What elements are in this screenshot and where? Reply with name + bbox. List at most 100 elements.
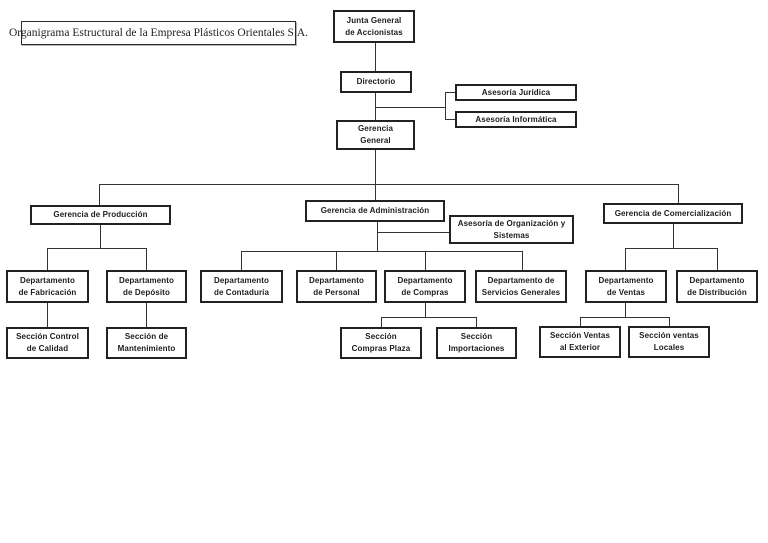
org-box-label: de Depósito xyxy=(123,287,170,297)
connector-line xyxy=(146,248,147,270)
connector-line xyxy=(375,107,446,108)
org-box-label: Compras Plaza xyxy=(351,344,411,353)
org-box-dep-distribucion: Departamento de Distribución xyxy=(676,270,758,303)
org-box-label: Mantenimiento xyxy=(117,344,176,353)
connector-line xyxy=(47,303,48,327)
connector-line xyxy=(375,184,376,200)
connector-line xyxy=(580,317,581,326)
org-box-label: Asesoría de Organización y xyxy=(457,218,566,228)
connector-line xyxy=(445,92,446,120)
connector-line xyxy=(522,251,523,270)
org-box-label: Departamento xyxy=(397,275,453,285)
org-box-asesoria-informatica: Asesoría Informática xyxy=(455,111,577,128)
connector-line xyxy=(241,251,242,270)
org-box-label: de Contaduría xyxy=(213,287,270,297)
org-box-label: de Accionistas xyxy=(345,27,403,37)
org-box-label: Gerencia de Comercialización xyxy=(614,208,732,218)
connector-line xyxy=(375,150,376,184)
connector-line xyxy=(100,225,101,248)
org-box-label: de Fabricación xyxy=(18,287,77,297)
org-box-label: Asesoría Jurídica xyxy=(481,87,551,97)
connector-line xyxy=(425,303,426,317)
org-box-label: Importaciones xyxy=(448,344,505,353)
connector-line xyxy=(99,184,679,185)
connector-line xyxy=(381,317,382,327)
org-box-label: Sección Ventas xyxy=(549,331,611,340)
connector-line xyxy=(445,119,455,120)
connector-line xyxy=(377,232,449,233)
org-box-label: Departamento de xyxy=(487,275,555,285)
org-box-label: Directorio xyxy=(356,77,396,86)
org-box-directorio: Directorio xyxy=(340,71,412,93)
org-box-gerencia-produccion: Gerencia de Producción xyxy=(30,205,171,225)
org-box-label: Departamento xyxy=(20,275,75,285)
connector-line xyxy=(625,248,718,249)
org-box-label: Departamento xyxy=(309,275,364,285)
org-box-asesoria-organizacion: Asesoría de Organización y Sistemas xyxy=(449,215,574,244)
chart-title: Organigrama Estructural de la Empresa Pl… xyxy=(9,21,308,45)
org-box-junta-general: Junta General de Accionistas xyxy=(333,10,415,43)
org-box-label: General xyxy=(360,136,391,145)
org-box-dep-servicios-generales: Departamento de Servicios Generales xyxy=(475,270,567,303)
connector-line xyxy=(375,43,376,71)
org-box-label: de Personal xyxy=(313,287,360,297)
org-box-label: de Ventas xyxy=(606,287,646,297)
org-box-label: Sección Control xyxy=(16,332,79,341)
org-box-label: Departamento xyxy=(119,275,174,285)
connector-line xyxy=(336,251,337,270)
connector-line xyxy=(425,251,426,270)
org-box-sec-control-calidad: Sección Control de Calidad xyxy=(6,327,89,359)
org-box-sec-ventas-exterior: Sección Ventas al Exterior xyxy=(539,326,621,358)
connector-line xyxy=(673,224,674,248)
connector-line xyxy=(375,93,376,120)
org-box-dep-contaduria: Departamento de Contaduría xyxy=(200,270,283,303)
org-box-dep-personal: Departamento de Personal xyxy=(296,270,377,303)
org-box-label: Locales xyxy=(653,343,685,352)
org-box-label: Departamento xyxy=(689,275,745,285)
connector-line xyxy=(377,222,378,251)
org-box-gerencia-administracion: Gerencia de Administración xyxy=(305,200,445,222)
connector-line xyxy=(717,248,718,270)
org-box-label: Servicios Generales xyxy=(481,287,561,297)
connector-line xyxy=(381,317,477,318)
connector-line xyxy=(625,303,626,317)
org-box-label: Departamento xyxy=(214,275,269,285)
org-box-label: de Compras xyxy=(401,287,449,297)
connector-line xyxy=(669,317,670,326)
connector-line xyxy=(580,317,670,318)
connector-line xyxy=(146,303,147,327)
org-box-label: Sección de xyxy=(124,332,169,341)
org-box-label: Sistemas xyxy=(493,230,530,240)
org-box-gerencia-comercializacion: Gerencia de Comercialización xyxy=(603,203,743,224)
org-box-dep-fabricacion: Departamento de Fabricación xyxy=(6,270,89,303)
org-box-label: Gerencia de Administración xyxy=(320,206,430,215)
org-box-dep-deposito: Departamento de Depósito xyxy=(106,270,187,303)
connector-line xyxy=(476,317,477,327)
org-box-label: Gerencia de Producción xyxy=(53,210,148,219)
connector-line xyxy=(241,251,523,252)
org-box-label: Gerencia xyxy=(357,124,394,133)
org-box-label: Asesoría Informática xyxy=(475,114,557,124)
org-box-label: Sección xyxy=(460,332,493,341)
org-box-label: de Calidad xyxy=(26,344,69,353)
connector-line xyxy=(47,248,48,270)
connector-line xyxy=(99,184,100,205)
org-box-dep-compras: Departamento de Compras xyxy=(384,270,466,303)
connector-line xyxy=(678,184,679,203)
org-box-label: Sección xyxy=(365,332,397,341)
org-box-sec-mantenimiento: Sección de Mantenimiento xyxy=(106,327,187,359)
connector-line xyxy=(47,248,147,249)
connector-line xyxy=(445,92,455,93)
org-box-label: al Exterior xyxy=(559,343,601,352)
org-box-label: Junta General xyxy=(346,15,402,25)
org-box-label: Sección ventas xyxy=(639,331,699,340)
org-box-label: de Distribución xyxy=(687,287,747,297)
connector-line xyxy=(625,248,626,270)
org-box-asesoria-juridica: Asesoría Jurídica xyxy=(455,84,577,101)
